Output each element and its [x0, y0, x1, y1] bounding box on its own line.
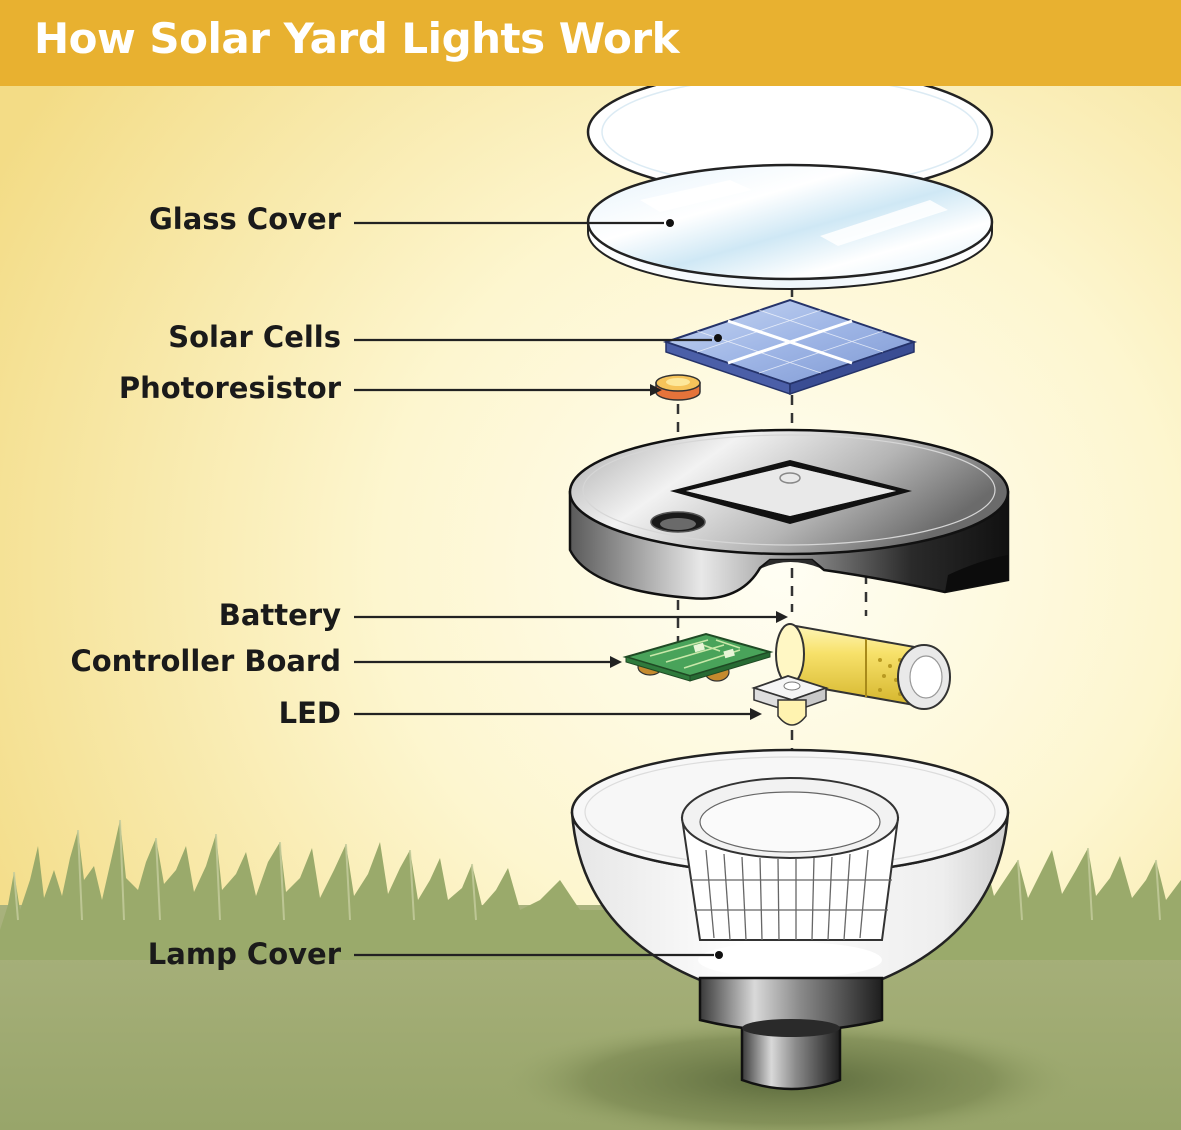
label-led: LED [278, 696, 341, 730]
battery [775, 623, 951, 710]
photoresistor [655, 374, 701, 401]
housing [568, 428, 1010, 600]
leader-arrowheads [610, 384, 788, 720]
glass-cover [586, 163, 994, 290]
label-solar-cells: Solar Cells [168, 320, 341, 354]
led [751, 675, 829, 726]
lamp-cover [570, 748, 1010, 982]
page-title: How Solar Yard Lights Work [34, 14, 680, 63]
label-controller-board: Controller Board [70, 644, 341, 678]
title-banner: How Solar Yard Lights Work [0, 0, 1181, 86]
solar-cells [662, 298, 918, 396]
label-leader-lines [354, 221, 780, 957]
label-glass-cover: Glass Cover [148, 202, 341, 236]
label-lamp-cover: Lamp Cover [147, 937, 341, 971]
controller-board [622, 632, 774, 682]
grass-highlights [13, 819, 1161, 921]
label-photoresistor: Photoresistor [118, 371, 341, 405]
stake [698, 976, 884, 1091]
label-battery: Battery [218, 598, 341, 632]
